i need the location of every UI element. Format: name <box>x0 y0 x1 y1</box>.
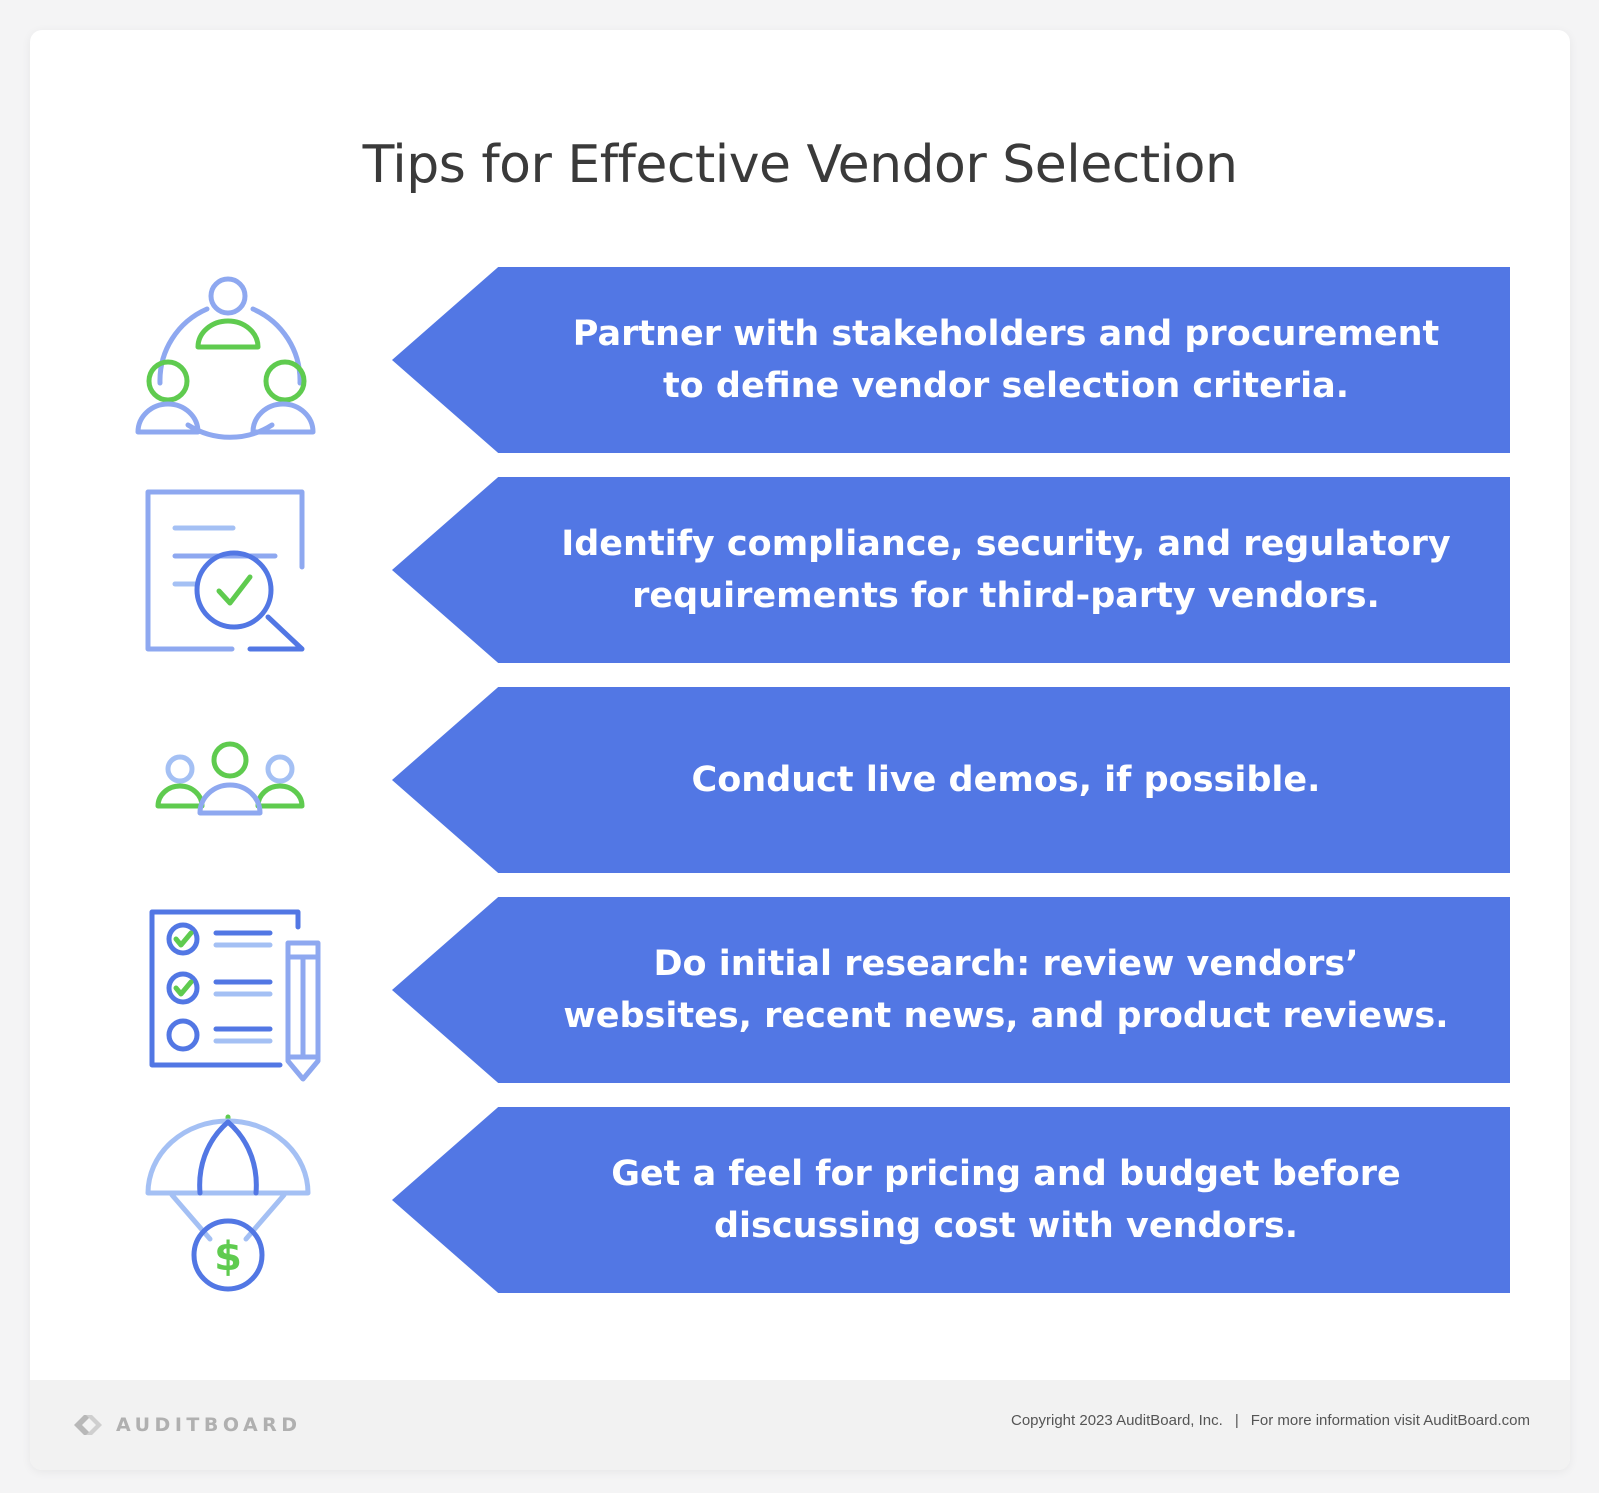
tip-row-2: Identify compliance, security, and regul… <box>30 477 1570 663</box>
tip-text-2: Identify compliance, security, and regul… <box>561 524 1451 616</box>
auditboard-logo-icon <box>74 1415 102 1435</box>
tip-banner-4: Do initial research: review vendors’ web… <box>392 897 1510 1083</box>
tip-row-3: Conduct live demos, if possible. <box>30 687 1570 873</box>
tip-text-4: Do initial research: review vendors’ web… <box>563 944 1449 1036</box>
infographic-card: Tips for Effective Vendor Selection Part… <box>30 30 1570 1470</box>
footer-info: Copyright 2023 AuditBoard, Inc. | For mo… <box>1011 1412 1530 1429</box>
parachute-dollar-icon: $ <box>145 1114 311 1292</box>
tip-banner-2: Identify compliance, security, and regul… <box>392 477 1510 663</box>
logo-text: AUDITBOARD <box>116 1414 302 1436</box>
stakeholders-circle-icon <box>135 276 316 440</box>
document-magnifier-check-icon <box>145 489 305 652</box>
group-people-icon <box>155 741 305 816</box>
tip-text-5: Get a feel for pricing and budget before… <box>611 1154 1401 1246</box>
copyright-text: Copyright 2023 AuditBoard, Inc. <box>1011 1412 1223 1429</box>
auditboard-logo: AUDITBOARD <box>70 1408 302 1442</box>
svg-text:$: $ <box>214 1234 242 1280</box>
tip-row-1: Partner with stakeholders and procuremen… <box>30 267 1570 453</box>
page-title: Tips for Effective Vendor Selection <box>362 135 1238 195</box>
tip-row-5: $ Get a feel for pricing and budget befo… <box>30 1107 1570 1293</box>
tip-banner-1: Partner with stakeholders and procuremen… <box>392 267 1510 453</box>
tip-text-3: Conduct live demos, if possible. <box>691 760 1321 800</box>
tip-banner-3: Conduct live demos, if possible. <box>392 687 1510 873</box>
footer-separator: | <box>1234 1412 1239 1429</box>
tip-banner-5: Get a feel for pricing and budget before… <box>392 1107 1510 1293</box>
tip-text-1: Partner with stakeholders and procuremen… <box>572 314 1440 406</box>
tip-row-4: Do initial research: review vendors’ web… <box>30 897 1570 1083</box>
footer: AUDITBOARD Copyright 2023 AuditBoard, In… <box>30 1380 1570 1470</box>
checklist-pencil-icon <box>149 909 321 1082</box>
more-info-link[interactable]: For more information visit AuditBoard.co… <box>1250 1412 1530 1429</box>
